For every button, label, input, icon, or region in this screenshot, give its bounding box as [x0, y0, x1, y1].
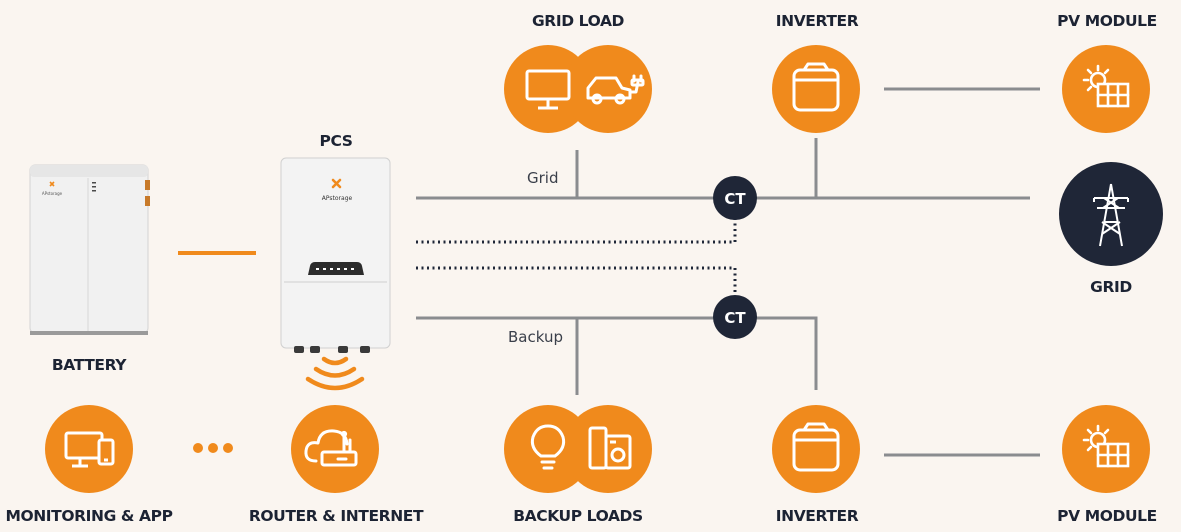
router-node [291, 405, 379, 493]
ct-node-top: CT [713, 176, 757, 220]
grid-line-label: Grid [527, 169, 559, 187]
inverter-bottom-label: INVERTER [775, 507, 859, 525]
ct-bottom-signal [416, 266, 737, 302]
pv-module-top-label: PV MODULE [1057, 12, 1157, 30]
cloud-router-icon [304, 429, 358, 467]
wires [416, 87, 1040, 457]
ct-top-signal [416, 212, 737, 244]
ct-label: CT [724, 190, 746, 208]
pcs-label: PCS [319, 132, 353, 150]
ct-node-bottom: CT [713, 295, 757, 339]
ct-signal-lines [416, 212, 737, 302]
grid-label: GRID [1090, 278, 1132, 296]
backup-line [416, 316, 818, 390]
monitoring-node [45, 405, 133, 493]
pcs-brand-text: APstorage [322, 195, 353, 202]
inverter-top-node [772, 45, 860, 133]
pcs-logo: APstorage [322, 178, 353, 202]
backup-loads-node [504, 405, 652, 493]
grid-load-label: GRID LOAD [531, 12, 625, 30]
battery-brand-text: APstorage [42, 191, 63, 196]
inverter-bottom-node [772, 405, 860, 493]
ev-car-icon [586, 74, 645, 105]
pv-module-bottom-node [1062, 405, 1150, 493]
inverter-top-label: INVERTER [775, 12, 859, 30]
pv-module-top-node [1062, 45, 1150, 133]
battery-logo: APstorage [42, 181, 63, 196]
lightbulb-icon [530, 424, 566, 470]
grid-node [1059, 162, 1163, 266]
ellipsis-icon [193, 443, 233, 453]
backup-line-label: Backup [508, 328, 563, 346]
router-label: ROUTER & INTERNET [248, 507, 424, 525]
inverter-icon [792, 62, 840, 112]
monitor-phone-icon [64, 431, 115, 468]
monitor-icon [525, 69, 571, 110]
pcs-display-panel [308, 262, 364, 275]
ct-label: CT [724, 309, 746, 327]
wifi-signal-icon [305, 356, 365, 391]
solar-panel-icon [1082, 64, 1130, 108]
inverter-icon [792, 422, 840, 472]
pcs-device: APstorage [280, 157, 391, 353]
grid-load-node [504, 45, 652, 133]
monitoring-label: MONITORING & APP [5, 507, 173, 525]
backup-loads-label: BACKUP LOADS [513, 507, 643, 525]
battery-label: BATTERY [51, 356, 127, 374]
battery-device: APstorage [29, 164, 150, 335]
battery-indicator-lights [92, 182, 96, 192]
pcs-bottom-ports [294, 346, 370, 353]
solar-panel-icon [1082, 424, 1130, 468]
transmission-tower-icon [1093, 183, 1129, 247]
pv-module-bottom-label: PV MODULE [1057, 507, 1157, 525]
pcs-status-leds [316, 268, 354, 270]
appliance-icon [588, 426, 632, 470]
